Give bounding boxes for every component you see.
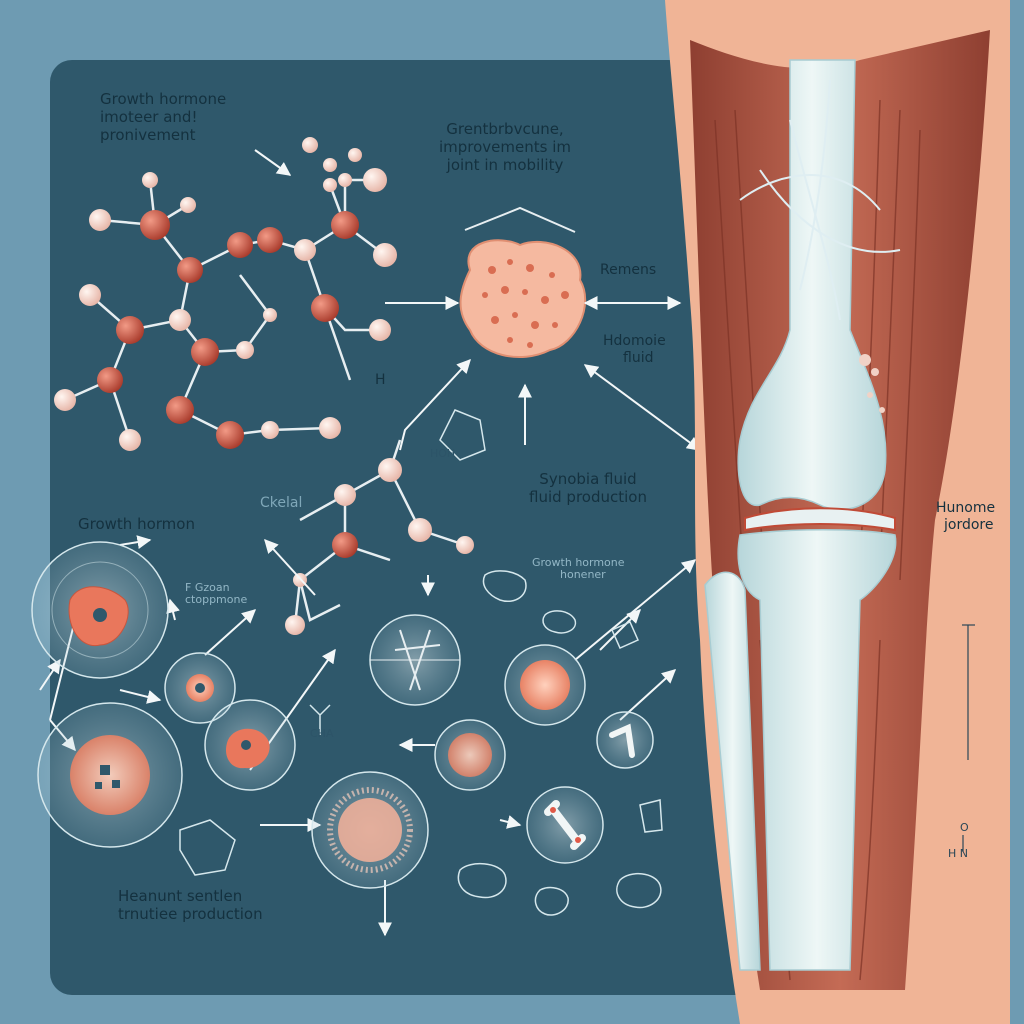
label-cha: CHA [310,727,334,740]
label-hoh: HOH [430,447,456,460]
label-f-gzoan: F Gzoan ctoppmone [185,581,248,606]
cell-icon [596,711,654,769]
label-growth-hormone-top: Growth hormone imoteer and! pronivement [100,90,227,144]
cell-icon [164,652,236,724]
chem-formula-icon [962,624,975,852]
label-joint-mobility: Grentbrbvcune, improvements im joint in … [438,120,571,174]
label-synovial-fluid: Synobia fluid fluid production [529,470,647,506]
cell-icon [369,614,461,706]
label-hunome-jordore: Hunome jordore [936,500,996,533]
cell-icon [434,719,506,791]
tissue-cluster-icon [459,239,587,358]
bracket-decoration [464,206,576,233]
knee-joint [665,0,1010,1024]
label-growth-hormone-mid: Growth hormone honener [532,556,625,581]
cell-icon [504,644,586,726]
label-hdomoie-fluid: Hdomoie fluid [603,333,666,366]
molecule-atoms-red [97,210,359,558]
cell-icon [526,786,604,864]
label-chem-formula: O H N [948,821,969,860]
label-ckelal: Ckelal [260,495,303,511]
cell-icon [37,702,183,848]
label-h: H [375,372,386,388]
label-production-bottom: Heanunt sentlen trnutiee production [118,887,263,923]
cell-group [31,409,663,916]
cell-icon [311,771,429,889]
molecule-atoms-light [54,137,474,635]
label-growth-hormon-left: Growth hormon [78,515,195,533]
cell-icon [31,541,169,679]
label-remens: Remens [600,262,657,278]
cell-icon [204,699,296,791]
